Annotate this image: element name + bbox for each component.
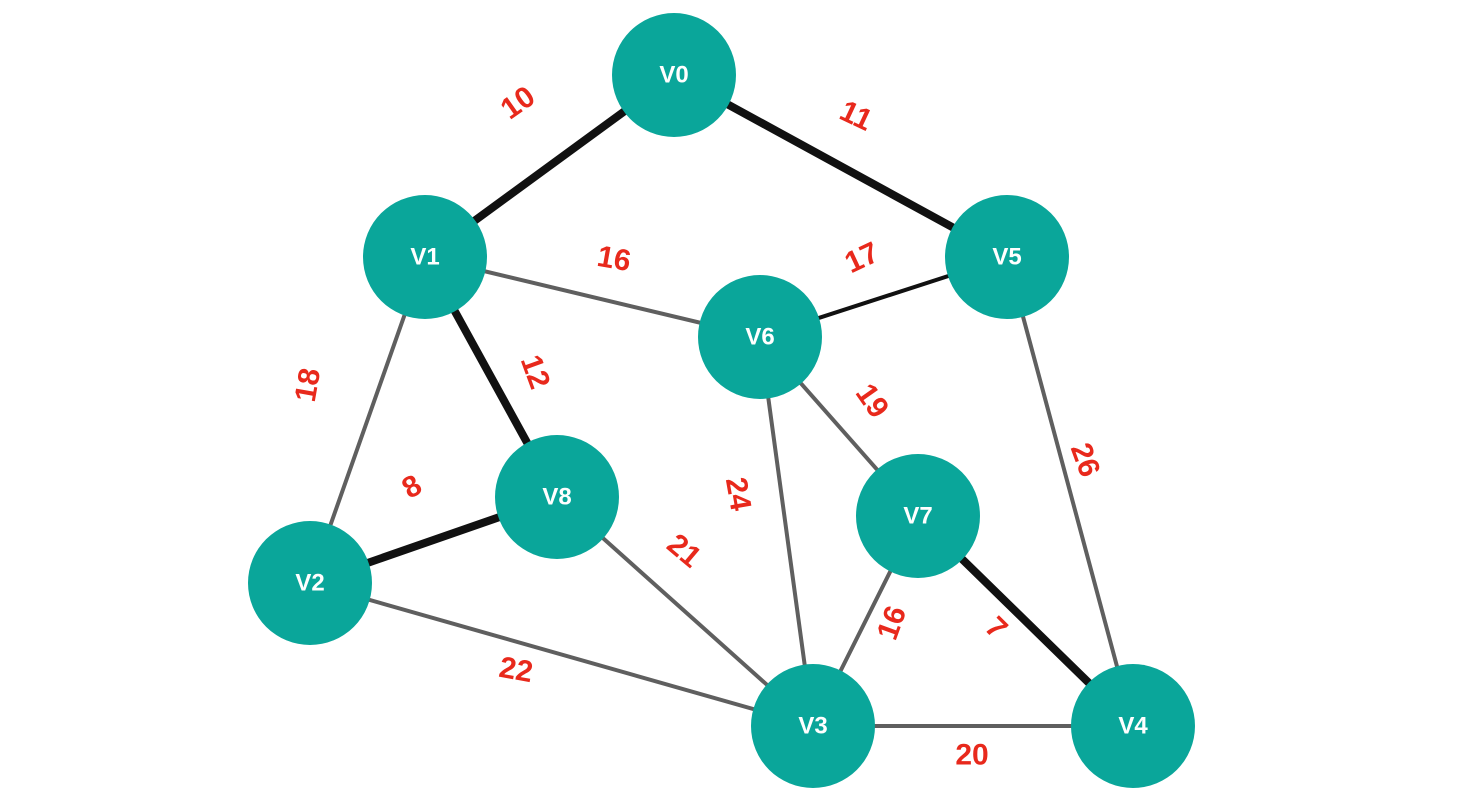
node-circle bbox=[856, 454, 980, 578]
node-circle bbox=[612, 13, 736, 137]
edge-v6-v3 bbox=[758, 335, 815, 728]
edge-weight-v6-v3: 24 bbox=[719, 475, 757, 514]
edge-weight-v2-v8: 8 bbox=[397, 469, 428, 506]
node-circle bbox=[698, 275, 822, 399]
node-v1: V1 bbox=[363, 195, 487, 319]
node-label: V8 bbox=[542, 484, 571, 511]
edge-weight-v0-v5: 11 bbox=[835, 94, 878, 137]
node-v2: V2 bbox=[248, 521, 372, 645]
edge-v0-v5 bbox=[670, 71, 1011, 261]
node-circle bbox=[945, 195, 1069, 319]
node-v5: V5 bbox=[945, 195, 1069, 319]
edge-v2-v3 bbox=[308, 581, 815, 728]
node-v8: V8 bbox=[495, 435, 619, 559]
node-label: V5 bbox=[992, 244, 1021, 271]
edges-layer bbox=[306, 71, 1137, 730]
edge-weight-v5-v4: 26 bbox=[1064, 439, 1106, 482]
edge-weight-v0-v1: 10 bbox=[495, 80, 541, 126]
edge-weight-v1-v6: 16 bbox=[595, 240, 634, 278]
node-label: V3 bbox=[798, 713, 827, 740]
edge-weight-v7-v4: 7 bbox=[978, 610, 1013, 645]
node-label: V1 bbox=[410, 244, 439, 271]
weights-layer: 10 11 16 17 12 18 8 21 24 19 26 16 7 22 20 bbox=[289, 80, 1106, 772]
node-circle bbox=[248, 521, 372, 645]
edge-weight-v6-v7: 19 bbox=[849, 378, 895, 424]
edge-weight-v7-v3: 16 bbox=[871, 602, 913, 645]
node-v7: V7 bbox=[856, 454, 980, 578]
node-label: V6 bbox=[745, 324, 774, 351]
node-v3: V3 bbox=[751, 664, 875, 788]
node-v6: V6 bbox=[698, 275, 822, 399]
node-circle bbox=[363, 195, 487, 319]
node-v0: V0 bbox=[612, 13, 736, 137]
node-label: V4 bbox=[1118, 713, 1148, 740]
edge-weight-v3-v4: 20 bbox=[955, 739, 988, 772]
edge-v5-v4 bbox=[1005, 255, 1135, 728]
edge-weight-v1-v8: 12 bbox=[514, 351, 556, 394]
node-circle bbox=[751, 664, 875, 788]
node-label: V2 bbox=[295, 570, 324, 597]
edge-weight-v1-v2: 18 bbox=[289, 366, 327, 405]
node-label: V7 bbox=[903, 503, 932, 530]
node-circle bbox=[495, 435, 619, 559]
node-v4: V4 bbox=[1071, 664, 1195, 788]
node-circle bbox=[1071, 664, 1195, 788]
edge-weight-v2-v3: 22 bbox=[497, 651, 536, 689]
node-label: V0 bbox=[659, 62, 688, 89]
edge-weight-v8-v3: 21 bbox=[661, 528, 708, 575]
edge-weight-v5-v6: 17 bbox=[840, 236, 884, 280]
